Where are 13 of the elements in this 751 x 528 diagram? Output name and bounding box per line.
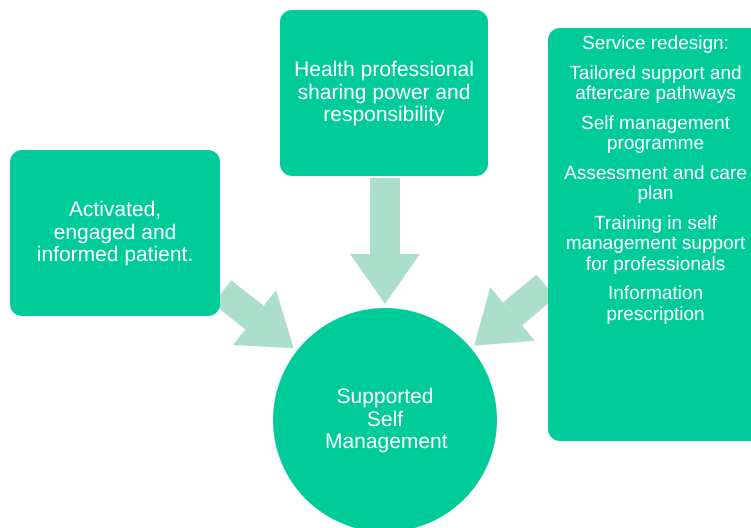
rounded-box [548, 28, 751, 441]
node-text: Health professional sharing power and responsibility [294, 58, 474, 127]
node-text: Training in self management support for professionals [564, 214, 746, 276]
node-text: Assessment and care plan [563, 164, 748, 205]
rounded-box [280, 10, 488, 176]
rounded-box [10, 150, 220, 316]
node-text: Supported Self Management [325, 386, 445, 454]
node-text: Self management programme [580, 114, 731, 155]
block-arrow [350, 178, 420, 304]
node-text: Activated, engaged and informed patient. [36, 198, 194, 267]
node-text: Information prescription [605, 284, 706, 326]
box-heading: Service redesign: [581, 34, 730, 55]
node-text: Tailored support and aftercare pathways [568, 64, 743, 105]
